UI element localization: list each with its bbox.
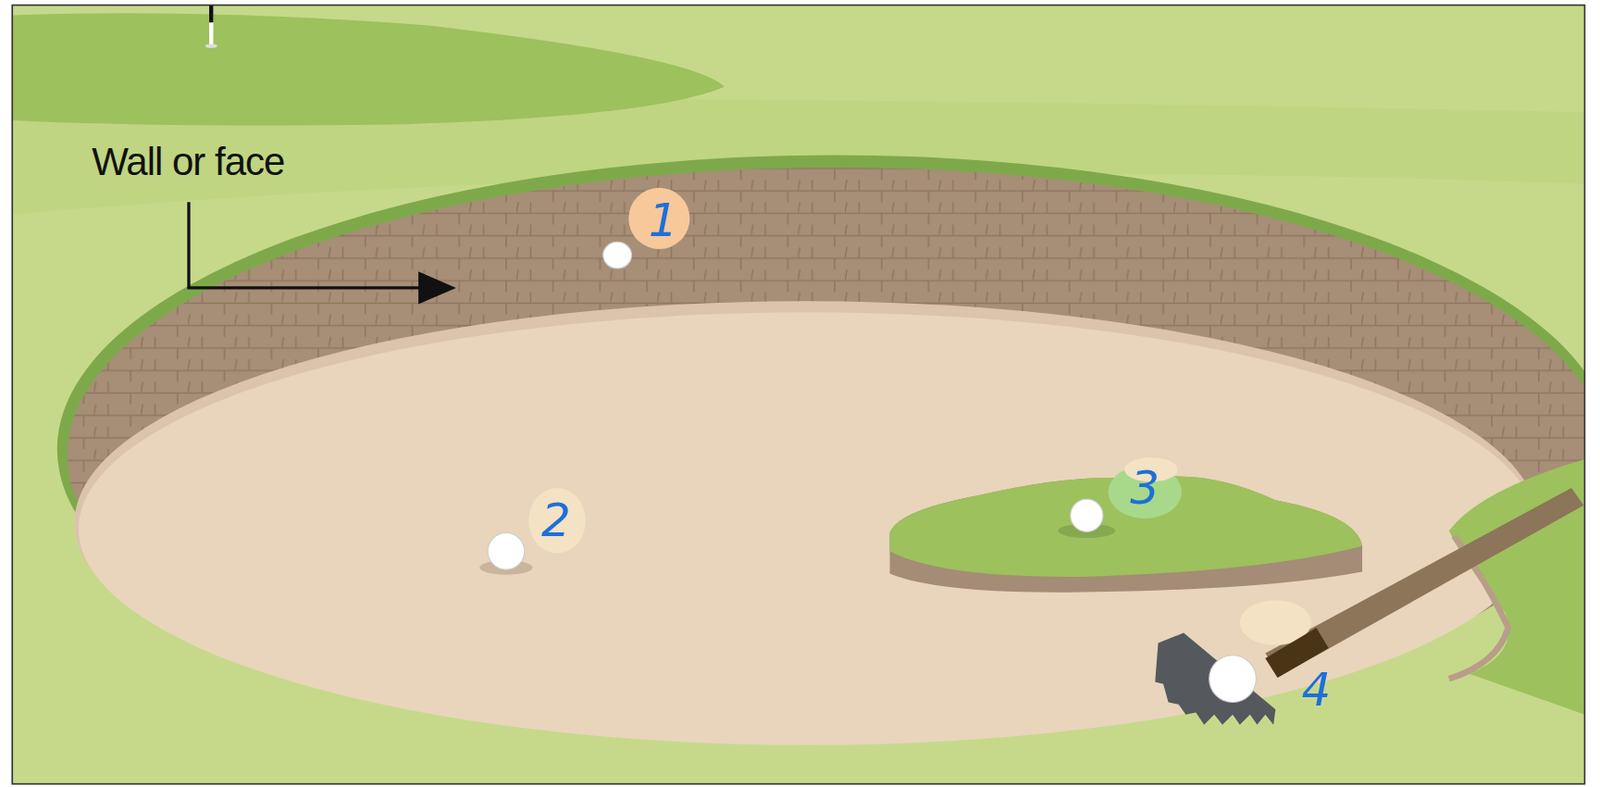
frame-border [12,5,1585,784]
flag-pole [209,5,213,24]
leader-line [188,201,429,288]
callout-number: 1 [648,197,679,244]
rake-head [1154,632,1276,725]
golf-ball [1070,498,1104,532]
callout-number: 2 [541,496,571,544]
sand-floor [78,311,1538,745]
arrow-head [418,271,457,304]
putting-green [12,12,725,125]
callout-blob [528,487,586,554]
callout-number: 3 [1129,464,1160,511]
course-scene [12,5,1585,784]
golf-ball [487,532,525,570]
golf-ball [1209,655,1257,703]
callout-number: 4 [1302,666,1332,713]
part-label: Wall or face [91,142,285,182]
callout-blob [628,187,690,249]
golf-ball [603,241,633,269]
